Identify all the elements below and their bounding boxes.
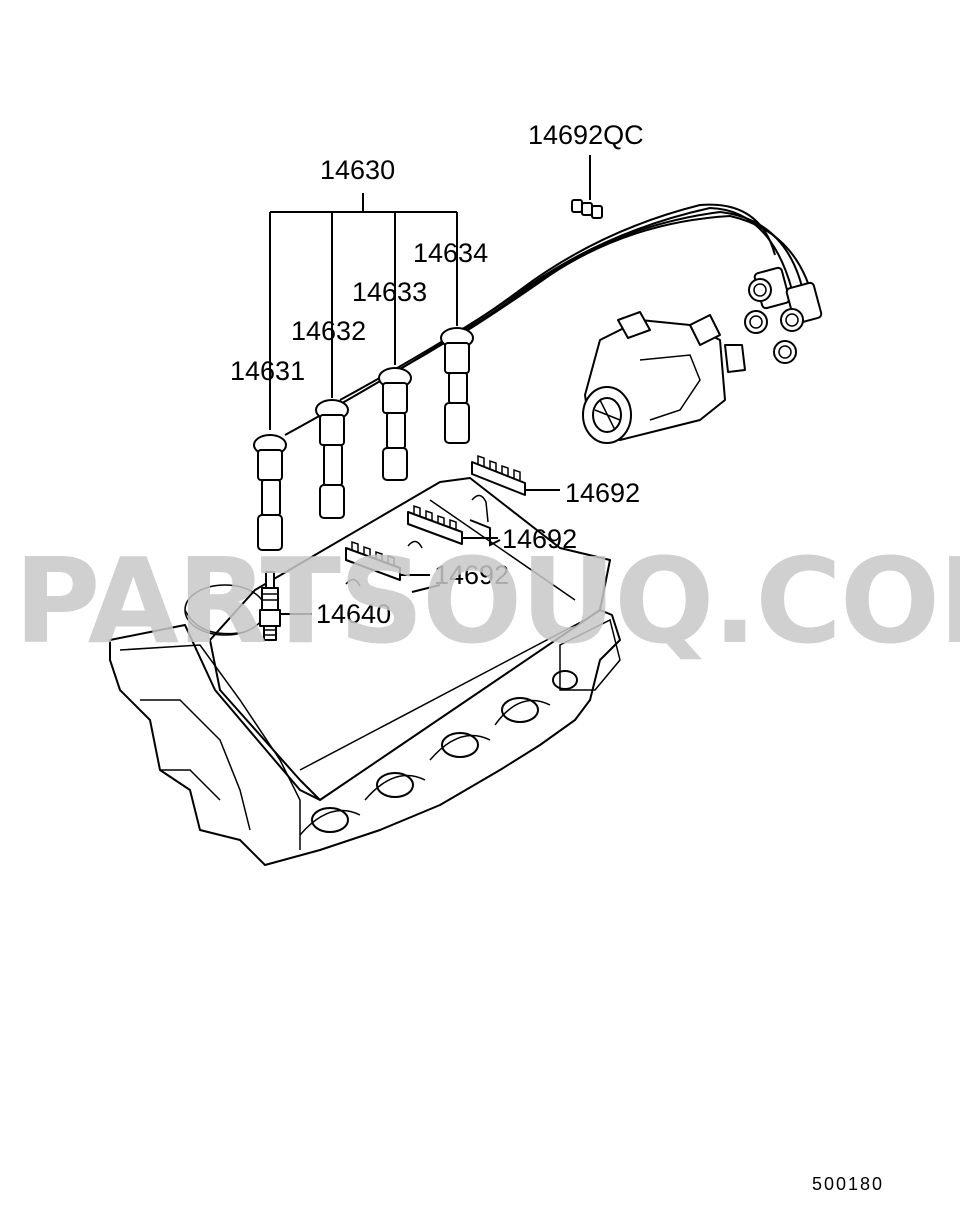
callout-14631: 14631 (230, 356, 305, 386)
callout-14632: 14632 (291, 316, 366, 346)
leader-lines (269, 155, 591, 615)
callout-14692-a: 14692 (565, 478, 640, 508)
plug-boot-1 (253, 434, 287, 551)
callout-14634: 14634 (413, 238, 488, 268)
callout-14692-c: 14692 (434, 560, 509, 590)
ignition-cable-harness (253, 199, 823, 551)
plug-boot-2 (315, 399, 349, 519)
callout-14640: 14640 (316, 599, 391, 629)
spark-plug-drawing (259, 571, 281, 641)
watermark: PARTSOUQ.COM (14, 532, 960, 670)
distributor-drawing (582, 311, 746, 444)
cable-clip-qc (571, 199, 603, 219)
callout-14630: 14630 (320, 155, 395, 185)
callout-14692qc: 14692QC (528, 120, 644, 150)
callout-labels: 14630 14631 14632 14633 14634 14692QC 14… (230, 120, 644, 629)
cylinder-head-drawing (109, 477, 621, 866)
callout-14692-b: 14692 (502, 524, 577, 554)
plug-boot-4 (440, 327, 474, 444)
diagram-reference-code: 500180 (812, 1174, 884, 1194)
cable-clamps (345, 454, 526, 587)
callout-14633: 14633 (352, 277, 427, 307)
plug-boot-3 (378, 367, 412, 481)
